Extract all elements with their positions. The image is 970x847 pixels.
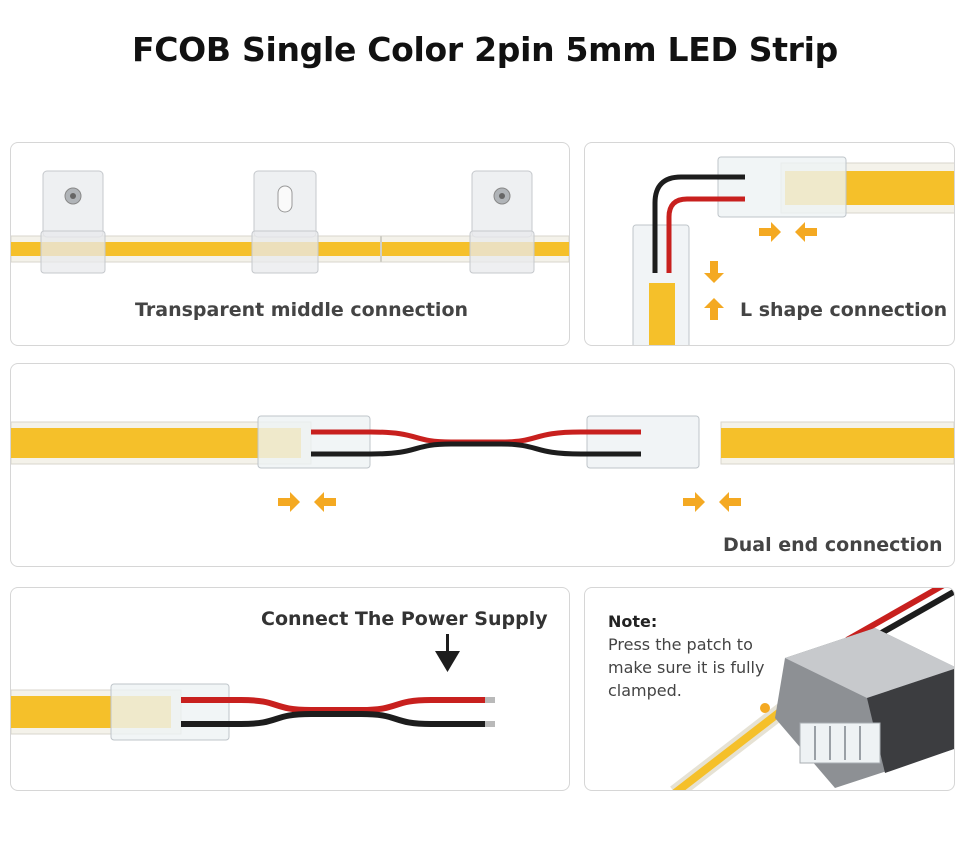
dual-end-illustration (11, 415, 954, 512)
panel-note: Note: Press the patch to make sure it is… (584, 587, 955, 791)
mounting-clip (469, 170, 535, 274)
push-arrow-icon (759, 222, 817, 242)
mounting-clip (251, 170, 319, 274)
panel-dual-end-connection: Dual end connection (10, 363, 955, 567)
panel-l-shape-connection: L shape connection (584, 142, 955, 346)
panel-middle-connection: Transparent middle connection (10, 142, 570, 346)
power-supply-caption: Connect The Power Supply (261, 608, 548, 630)
l-shape-caption: L shape connection (740, 299, 948, 321)
l-shape-illustration (632, 156, 954, 345)
push-arrow-icon (683, 492, 741, 512)
mounting-clip (40, 170, 106, 274)
dual-end-caption: Dual end connection (723, 534, 943, 556)
note-block: Note: Press the patch to make sure it is… (608, 610, 778, 702)
push-arrow-icon (704, 261, 724, 320)
push-arrow-icon (278, 492, 336, 512)
clamp-illustration (670, 588, 954, 790)
middle-connection-illustration (11, 170, 569, 274)
down-arrow-icon (435, 634, 460, 672)
panel-power-supply: Connect The Power Supply (10, 587, 570, 791)
page-title: FCOB Single Color 2pin 5mm LED Strip (132, 30, 838, 69)
note-text: Press the patch to make sure it is fully… (608, 635, 765, 700)
middle-connection-caption: Transparent middle connection (135, 299, 469, 321)
power-supply-illustration (11, 634, 495, 741)
note-heading: Note: (608, 612, 658, 631)
